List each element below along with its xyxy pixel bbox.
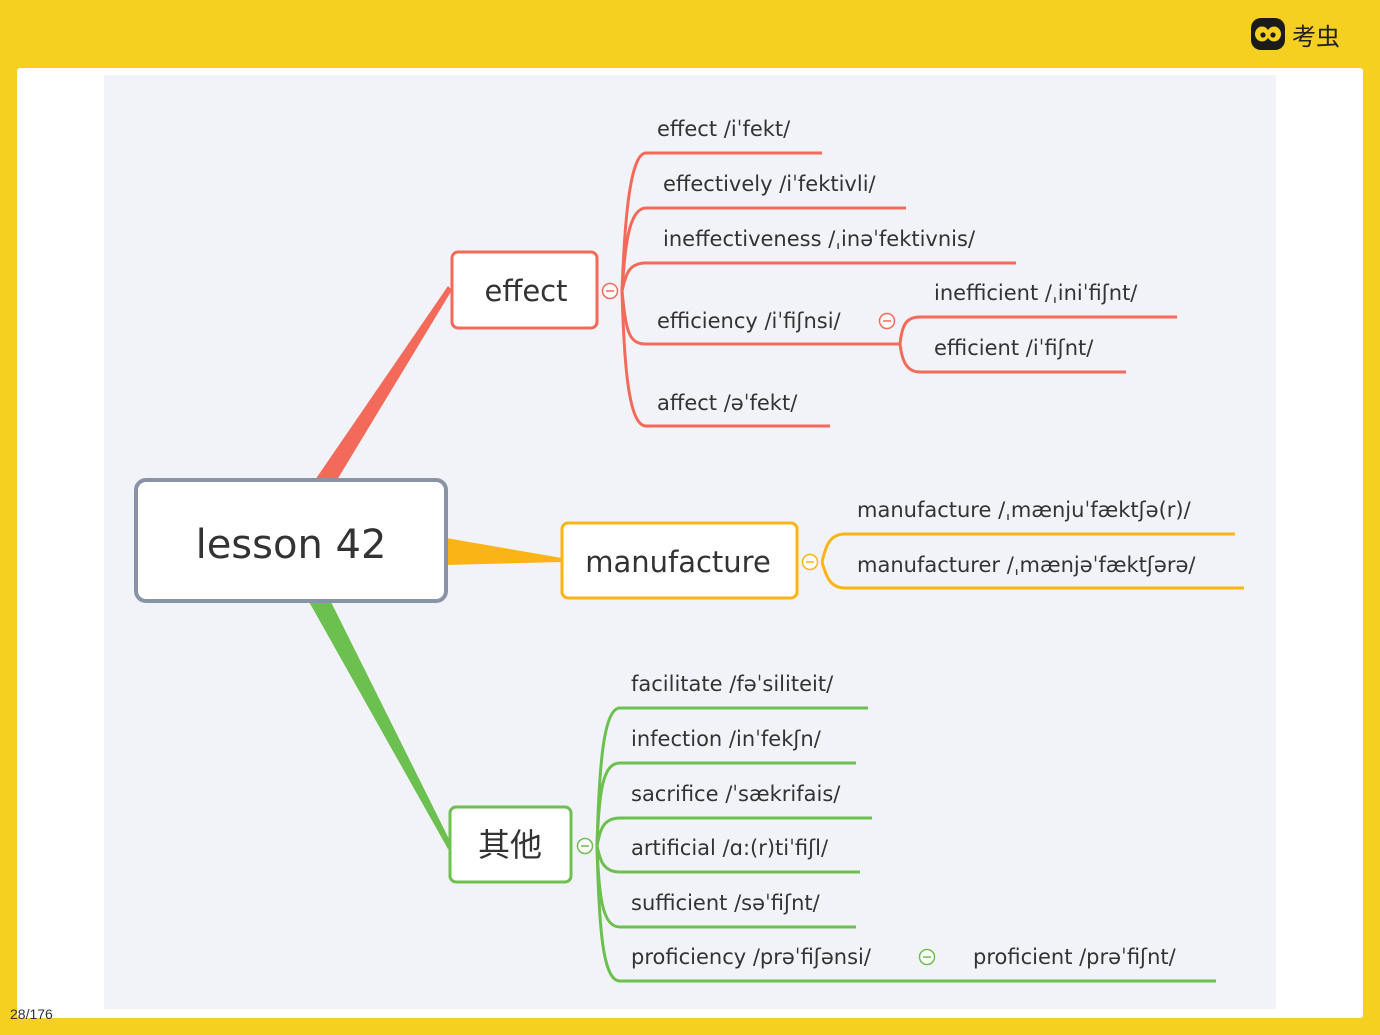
list-item[interactable]: artificial /ɑ:(r)tiˈfiʃl/ (631, 836, 829, 860)
root-label: lesson 42 (196, 522, 387, 568)
collapse-toggle-efficiency[interactable] (878, 312, 896, 330)
branch-label-other: 其他 (478, 826, 542, 864)
list-item[interactable]: proficient /prəˈfiʃnt/ (973, 945, 1177, 969)
list-item[interactable]: sufficient /səˈfiʃnt/ (631, 891, 821, 915)
list-item[interactable]: manufacture /ˌmænjuˈfæktʃə(r)/ (857, 498, 1192, 522)
manufacture-branch-connector (446, 538, 562, 565)
efficiency-child-connectors (898, 315, 1177, 374)
effect-item-connectors (620, 151, 1016, 428)
list-item[interactable]: effectively /iˈfektivli/ (663, 172, 877, 196)
other-item-connectors (595, 706, 1216, 983)
brand-logo: 考虫 (1250, 16, 1340, 52)
list-item[interactable]: infection /inˈfekʃn/ (631, 727, 822, 751)
branch-node-manufacture[interactable] (560, 521, 799, 600)
page-indicator: 28/176 (10, 1006, 53, 1022)
list-item[interactable]: inefficient /ˌiniˈfiʃnt/ (934, 281, 1138, 305)
list-item[interactable]: sacrifice /ˈsækrifais/ (631, 782, 841, 806)
bee-face-icon (1251, 18, 1285, 50)
branch-label-manufacture: manufacture (585, 545, 771, 579)
effect-branch-connector (315, 286, 452, 480)
list-item[interactable]: effect /iˈfekt/ (657, 117, 791, 141)
other-branch-connector (308, 600, 452, 849)
manufacture-item-connectors (820, 532, 1244, 590)
branch-label-effect: effect (485, 274, 568, 308)
list-item[interactable]: efficiency /iˈfiʃnsi/ (657, 309, 842, 333)
list-item[interactable]: ineffectiveness /ˌinəˈfektivnis/ (663, 227, 976, 251)
brand-name: 考虫 (1292, 22, 1340, 51)
collapse-toggle-other[interactable] (576, 837, 594, 855)
collapse-toggle-manufacture[interactable] (801, 553, 819, 571)
list-item[interactable]: efficient /iˈfiʃnt/ (934, 336, 1094, 360)
branch-node-effect[interactable] (450, 250, 599, 330)
list-item[interactable]: proficiency /prəˈfiʃənsi/ (631, 945, 872, 969)
list-item[interactable]: manufacturer /ˌmænjəˈfæktʃərə/ (857, 553, 1196, 577)
branch-node-other[interactable] (448, 805, 573, 884)
collapse-toggle-proficiency[interactable] (918, 948, 936, 966)
collapse-toggle-effect[interactable] (601, 282, 619, 300)
root-node[interactable] (134, 478, 448, 603)
list-item[interactable]: facilitate /fəˈsiliteit/ (631, 672, 834, 696)
list-item[interactable]: affect /əˈfekt/ (657, 391, 798, 415)
